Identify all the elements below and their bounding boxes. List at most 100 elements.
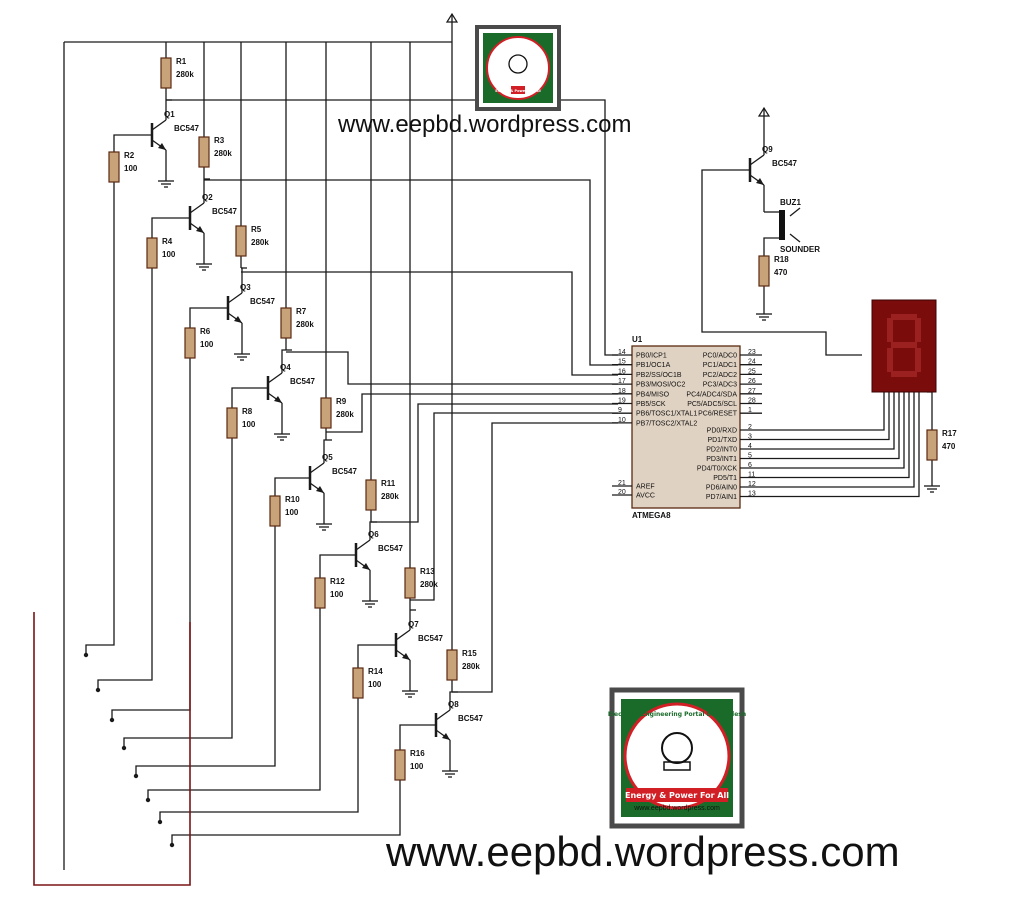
- probe-node: [95, 687, 101, 693]
- buzzer-body: [779, 210, 785, 240]
- display-segment: [891, 342, 917, 348]
- transistor-model: BC547: [378, 544, 403, 553]
- transistor-collector: [355, 539, 371, 551]
- mcu-pin-name: PD3/INT1: [706, 456, 737, 463]
- mcu-pin-number: 2: [748, 424, 752, 431]
- mcu-pin-name: PD6/AIN0: [706, 485, 737, 492]
- resistor-value: 470: [942, 442, 956, 451]
- wire: [369, 521, 371, 540]
- wire: [113, 134, 152, 152]
- mcu-signal-wire: [241, 271, 618, 376]
- display-segment: [887, 318, 893, 342]
- mcu-pin-number: 25: [748, 368, 756, 375]
- mcu-pin-name: PD5/T1: [713, 475, 737, 482]
- resistor-ref: R10: [285, 495, 300, 504]
- supply-arrow: [757, 106, 771, 126]
- resistor-ref: R6: [200, 327, 211, 336]
- mcu-pin-number: 18: [618, 388, 626, 395]
- resistor-body: [280, 307, 292, 339]
- watermark-logo-small: Energy & Power For All: [475, 25, 561, 111]
- buzzer-drive-wire: [701, 169, 862, 356]
- transistor-arrow: [442, 733, 450, 740]
- mcu-signal-wire: [286, 351, 618, 385]
- display-segment: [887, 348, 893, 372]
- resistor-value: 100: [368, 680, 382, 689]
- mcu-pin-name: PD1/TXD: [707, 437, 737, 444]
- mcu-pin-name: PB6/TOSC1/XTAL1: [636, 411, 697, 418]
- wire: [171, 780, 401, 845]
- resistor-body: [365, 479, 377, 511]
- mcu-pin-name: PB0/ICP1: [636, 353, 667, 360]
- mcu-pin-number: 12: [748, 481, 756, 488]
- mcu-pin-number: 3: [748, 434, 752, 441]
- mcu-body: [631, 345, 741, 509]
- ground-symbol: [362, 595, 378, 608]
- transistor-model: BC547: [212, 207, 237, 216]
- mcu-pin-name: PC4/ADC4/SDA: [686, 391, 737, 398]
- mcu-pin-name: PC0/ADC0: [703, 353, 737, 360]
- mcu-pin-name: AVCC: [636, 493, 655, 500]
- wire: [123, 438, 233, 748]
- logo-circle: [623, 702, 731, 810]
- mcu-pin-name: PC2/ADC2: [703, 372, 737, 379]
- probe-node: [133, 773, 139, 779]
- resistor-body: [198, 136, 210, 168]
- transistor-model: BC547: [250, 297, 275, 306]
- resistor-body: [226, 407, 238, 439]
- wire: [147, 608, 321, 800]
- resistor-body: [146, 237, 158, 269]
- wires: [33, 32, 933, 886]
- resistor-value: 280k: [176, 70, 194, 79]
- display-segment: [891, 314, 917, 320]
- resistor-value: 280k: [296, 320, 314, 329]
- mcu-pin-number: 27: [748, 388, 756, 395]
- resistor-body: [926, 429, 938, 461]
- logo-circle: [486, 36, 550, 100]
- wire: [281, 349, 286, 373]
- mcu-pin-number: 15: [618, 359, 626, 366]
- transistor-model: BC547: [174, 124, 199, 133]
- wire: [151, 217, 190, 238]
- transistor-ref: Q2: [202, 193, 213, 202]
- ground-symbol: [442, 765, 458, 778]
- resistor-value: 280k: [214, 149, 232, 158]
- display-segment: [915, 318, 921, 342]
- mcu-pin-name: PC6/RESET: [698, 411, 738, 418]
- transistor-collector: [227, 292, 243, 304]
- mcu-signal-wire: [166, 99, 618, 356]
- resistor-ref: R17: [942, 429, 957, 438]
- transistor-arrow: [362, 563, 370, 570]
- resistor-value: 280k: [381, 492, 399, 501]
- mcu-pin-number: 28: [748, 398, 756, 405]
- buzzer-wave: [789, 233, 801, 243]
- resistor-body: [269, 495, 281, 527]
- resistor-body: [446, 649, 458, 681]
- logo-ribbon: [626, 788, 728, 802]
- mcu-pin-number: 16: [618, 368, 626, 375]
- logo-tagline: Energy & Power For All: [495, 89, 541, 93]
- components: R1280kQ1BC547R2100R3280kQ2BC547R4100R528…: [108, 12, 957, 781]
- resistor-ref: R3: [214, 136, 225, 145]
- mcu-pin-number: 13: [748, 491, 756, 498]
- transistor-collector: [189, 202, 205, 214]
- probe-node: [145, 797, 151, 803]
- transistor-collector: [151, 119, 167, 131]
- mcu-signal-wire: [204, 179, 618, 366]
- mcu-signal-wire: [452, 422, 618, 693]
- mcu-pin-name: PC5/ADC5/SCL: [687, 401, 737, 408]
- resistor-ref: R9: [336, 397, 347, 406]
